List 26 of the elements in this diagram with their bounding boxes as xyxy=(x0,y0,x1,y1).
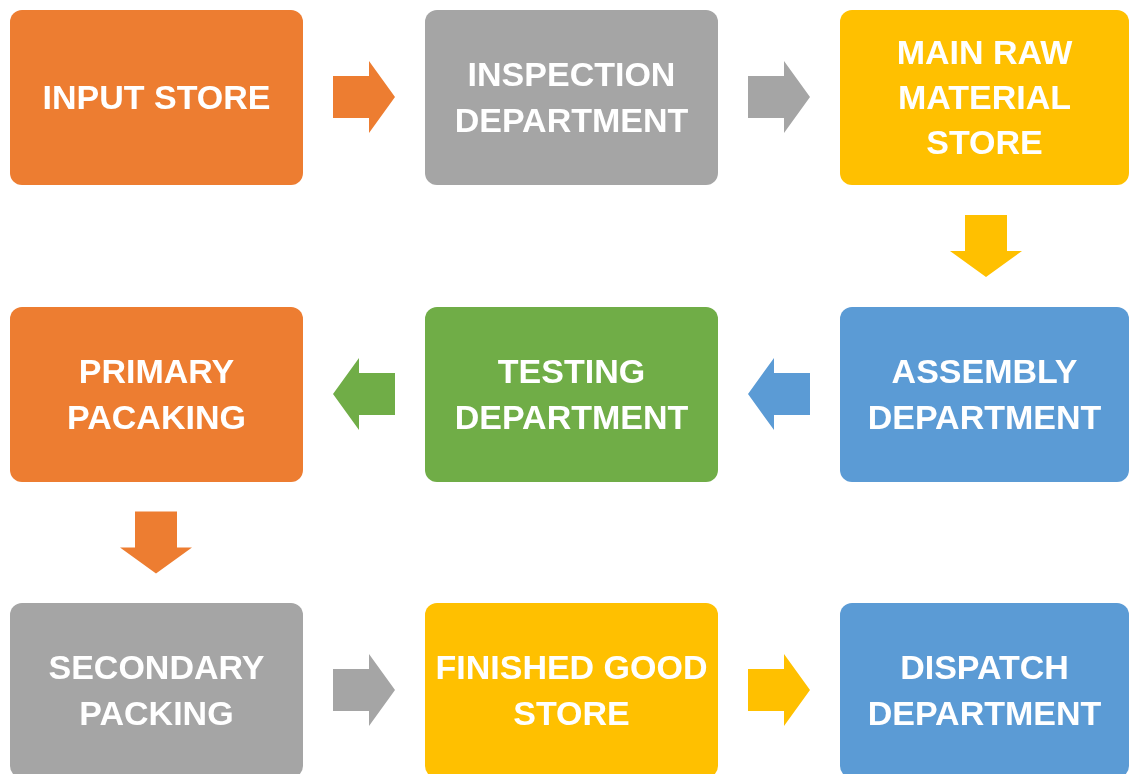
box-label: FINISHED GOOD STORE xyxy=(434,647,709,734)
box-label: DISPATCH DEPARTMENT xyxy=(866,647,1103,734)
process-box xyxy=(840,307,1129,482)
process-box xyxy=(840,603,1129,774)
box-label: INSPECTION DEPARTMENT xyxy=(453,54,690,141)
block-arrow xyxy=(748,358,810,430)
block-arrow xyxy=(748,61,810,133)
block-arrow xyxy=(333,358,395,430)
box-label: ASSEMBLY DEPARTMENT xyxy=(866,351,1103,438)
process-box xyxy=(840,10,1129,185)
box-label: MAIN RAW MATERIAL STORE xyxy=(895,31,1074,164)
process-box xyxy=(425,603,718,774)
box-label: SECONDARY PACKING xyxy=(47,647,266,734)
box-label: INPUT STORE xyxy=(42,76,271,118)
process-box xyxy=(10,307,303,482)
block-arrow xyxy=(333,61,395,133)
process-box xyxy=(10,603,303,774)
block-arrow xyxy=(748,654,810,726)
block-arrow xyxy=(950,215,1022,277)
process-box xyxy=(425,10,718,185)
process-box xyxy=(425,307,718,482)
block-arrow xyxy=(120,511,192,574)
process-box xyxy=(10,10,303,185)
box-label: TESTING DEPARTMENT xyxy=(453,351,690,438)
box-label: PRIMARY PACAKING xyxy=(66,351,247,438)
block-arrow xyxy=(333,654,395,726)
